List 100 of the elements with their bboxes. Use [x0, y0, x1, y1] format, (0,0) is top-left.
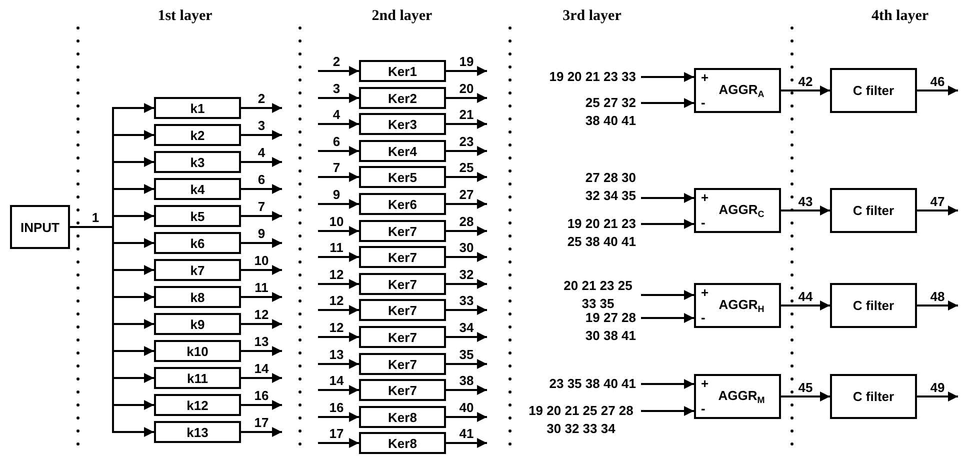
arrow	[241, 346, 282, 356]
arrow	[641, 193, 694, 203]
edge-label: 44	[798, 290, 813, 304]
process-box: Ker2	[359, 87, 446, 109]
edge-label: 2	[258, 92, 266, 106]
edge-label: 16	[254, 389, 269, 403]
process-box: k11	[154, 367, 241, 389]
aggregator-name: AGGR$_{M}$	[718, 388, 765, 405]
process-box: k1	[154, 97, 241, 119]
arrow	[318, 438, 359, 448]
arrow	[641, 219, 694, 229]
edge-label: 9	[258, 227, 266, 241]
arrow	[241, 130, 282, 140]
edge-label: 17	[254, 416, 269, 430]
edge-label: 13	[329, 348, 344, 362]
edge-label: 19	[459, 55, 474, 69]
aggregator-box	[694, 68, 781, 113]
arrow	[446, 93, 487, 103]
process-box: Ker4	[359, 140, 446, 162]
edge-label: 30	[459, 241, 474, 255]
process-box: C filter	[830, 68, 917, 113]
process-box: Ker7	[359, 273, 446, 295]
edge-label: 13	[254, 335, 269, 349]
arrow	[446, 332, 487, 342]
arrow	[446, 119, 487, 129]
edge-label: 32	[459, 268, 474, 282]
edge-label: 40	[459, 401, 474, 415]
process-box: k12	[154, 394, 241, 416]
edge-label: 25	[459, 161, 474, 175]
edge-label: 20	[459, 82, 474, 96]
arrow	[318, 226, 359, 236]
process-box: Ker1	[359, 60, 446, 82]
arrow	[917, 86, 958, 96]
edge-label: 9	[332, 188, 340, 202]
arrow	[781, 300, 830, 310]
edge-label: 11	[254, 281, 268, 295]
arrow	[318, 252, 359, 262]
edge-label: 47	[930, 194, 945, 208]
edge-label: 35	[459, 348, 474, 362]
arrow	[917, 392, 958, 402]
edge-label: 14	[254, 362, 269, 376]
process-box: Ker8	[359, 406, 446, 428]
arrow	[241, 238, 282, 248]
signal-list: 19 20 21 23 33	[548, 68, 641, 86]
edge-label: 7	[258, 200, 266, 214]
edge-label: 45	[798, 380, 813, 394]
signal-list: 27 28 30 32 34 35	[576, 169, 641, 205]
arrow	[241, 103, 282, 113]
aggregator-name: AGGR$_{C}$	[718, 202, 764, 219]
layer-title: 4th layer	[871, 8, 929, 25]
process-box: Ker7	[359, 299, 446, 321]
process-box: C filter	[830, 283, 917, 328]
arrow	[446, 438, 487, 448]
plus-sign: +	[701, 71, 709, 85]
aggregator-box	[694, 374, 781, 419]
process-box: Ker7	[359, 326, 446, 348]
signal-list: 23 35 38 40 41	[526, 375, 641, 393]
edge-label: 1	[92, 211, 100, 225]
process-box: k13	[154, 421, 241, 443]
arrow	[446, 66, 487, 76]
arrow	[318, 172, 359, 182]
process-box: k8	[154, 286, 241, 308]
process-box: k10	[154, 340, 241, 362]
arrow	[241, 157, 282, 167]
aggregator-box	[694, 188, 781, 233]
edge-label: 33	[459, 294, 474, 308]
arrow	[318, 305, 359, 315]
arrow	[318, 93, 359, 103]
arrow	[446, 279, 487, 289]
edge-label: 4	[332, 108, 340, 122]
edge-label: 14	[329, 374, 344, 388]
arrow	[917, 206, 958, 216]
layer-title: 2nd layer	[372, 8, 432, 25]
arrow	[781, 206, 830, 216]
edge-label: 17	[329, 427, 344, 441]
arrow	[641, 313, 694, 323]
edge-label: 23	[459, 135, 474, 149]
edge-label: 3	[332, 82, 340, 96]
signal-list: 25 27 32 38 40 41	[576, 94, 641, 130]
arrow	[241, 373, 282, 383]
arrow	[318, 359, 359, 369]
arrow	[318, 146, 359, 156]
edge-label: 49	[930, 380, 945, 394]
process-box: C filter	[830, 374, 917, 419]
arrow	[318, 199, 359, 209]
edge-label: 12	[254, 308, 269, 322]
arrow	[641, 379, 694, 389]
arrow	[446, 252, 487, 262]
process-box: Ker7	[359, 353, 446, 375]
process-box: k6	[154, 232, 241, 254]
arrow	[641, 290, 694, 300]
arrow	[446, 359, 487, 369]
process-box: k7	[154, 259, 241, 281]
arrow	[318, 279, 359, 289]
arrow	[781, 392, 830, 402]
process-box: k2	[154, 124, 241, 146]
process-box: C filter	[830, 188, 917, 233]
edge-label: 28	[459, 215, 474, 229]
edge-label: 6	[332, 135, 340, 149]
arrow	[241, 400, 282, 410]
